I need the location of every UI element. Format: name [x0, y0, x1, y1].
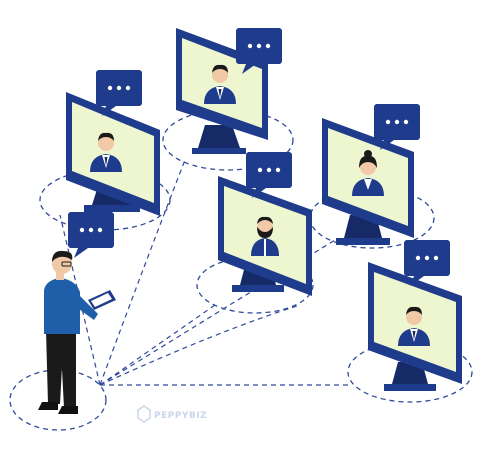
floor-ring-left	[39, 169, 171, 231]
peppybiz-watermark: PEPPYBIZ	[137, 405, 207, 423]
watermark-text: PEPPYBIZ	[154, 411, 207, 421]
connection-line	[59, 214, 101, 386]
monitor-left	[66, 70, 160, 216]
presenter	[38, 250, 116, 414]
monitor-top-center	[176, 28, 282, 154]
floor-ring-presenter	[9, 369, 107, 431]
chat-bubble-icon	[68, 212, 114, 258]
monitor-center	[218, 152, 312, 296]
connection-line	[99, 304, 216, 386]
floor-ring-right-lower	[347, 341, 473, 403]
connection-line	[99, 304, 301, 386]
monitor-right-lower	[368, 240, 462, 391]
floor-ring-top-center	[162, 109, 294, 171]
monitor-right-upper	[322, 104, 420, 245]
connection-line	[99, 239, 336, 386]
